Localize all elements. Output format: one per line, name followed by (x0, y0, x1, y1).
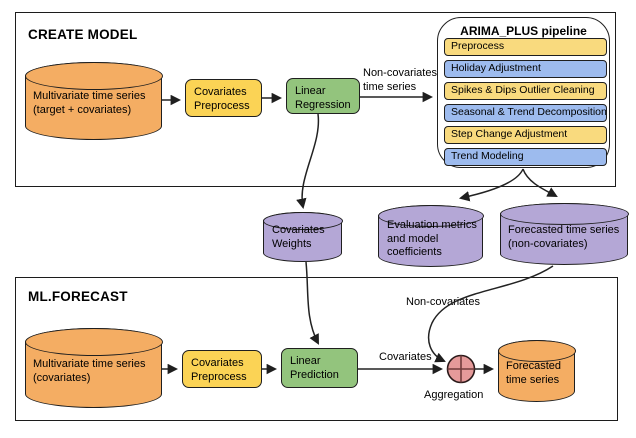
covariates-weights-cylinder (262, 211, 343, 262)
aggregation-label: Aggregation (424, 389, 484, 401)
forecast-output-cylinder-label: Forecasted time series (506, 360, 562, 386)
input-multivariate-cylinder-label: Multivariate time series (target + covar… (33, 90, 146, 116)
input-multivariate-cylinder (24, 61, 163, 140)
ml-forecast-title: ML.FORECAST (28, 289, 128, 304)
forecast-input-cylinder (24, 327, 163, 408)
linear-prediction-node: Linear Prediction (281, 348, 358, 388)
forecasted-non-covariates-cylinder-label: Forecasted time series (non-covariates) (508, 224, 620, 250)
non-covariates-edge-label: Non-covariates (406, 296, 480, 308)
pipeline-step-spikes-dips-outlier-cleaning: Spikes & Dips Outlier Cleaning (444, 82, 607, 100)
pipeline-step-trend-modeling: Trend Modeling (444, 148, 607, 166)
forecast-covariates-preprocess-node: Covariates Preprocess (182, 350, 262, 388)
arima-plus-pipeline-container: ARIMA_PLUS pipeline Preprocess Holiday A… (437, 17, 610, 168)
evaluation-metrics-cylinder (377, 204, 484, 267)
arima-plus-pipeline-title: ARIMA_PLUS pipeline (460, 24, 587, 38)
non-covariates-time-series-label: Non-covariates time series (363, 67, 437, 93)
evaluation-metrics-cylinder-label: Evaluation metrics and model coefficient… (387, 219, 477, 259)
forecast-input-cylinder-label: Multivariate time series (covariates) (33, 358, 146, 384)
forecasted-non-covariates-cylinder (499, 202, 629, 265)
covariates-edge-label: Covariates (379, 351, 432, 363)
covariates-weights-cylinder-label: Covariates Weights (272, 224, 325, 250)
pipeline-step-preprocess: Preprocess (444, 38, 607, 56)
linear-regression-node: Linear Regression (286, 78, 360, 114)
covariates-preprocess-node: Covariates Preprocess (185, 79, 262, 117)
pipeline-step-holiday-adjustment: Holiday Adjustment (444, 60, 607, 78)
pipeline-step-seasonal-trend-decomposition: Seasonal & Trend Decomposition (444, 104, 607, 122)
pipeline-step-step-change-adjustment: Step Change Adjustment (444, 126, 607, 144)
create-model-title: CREATE MODEL (28, 27, 138, 42)
